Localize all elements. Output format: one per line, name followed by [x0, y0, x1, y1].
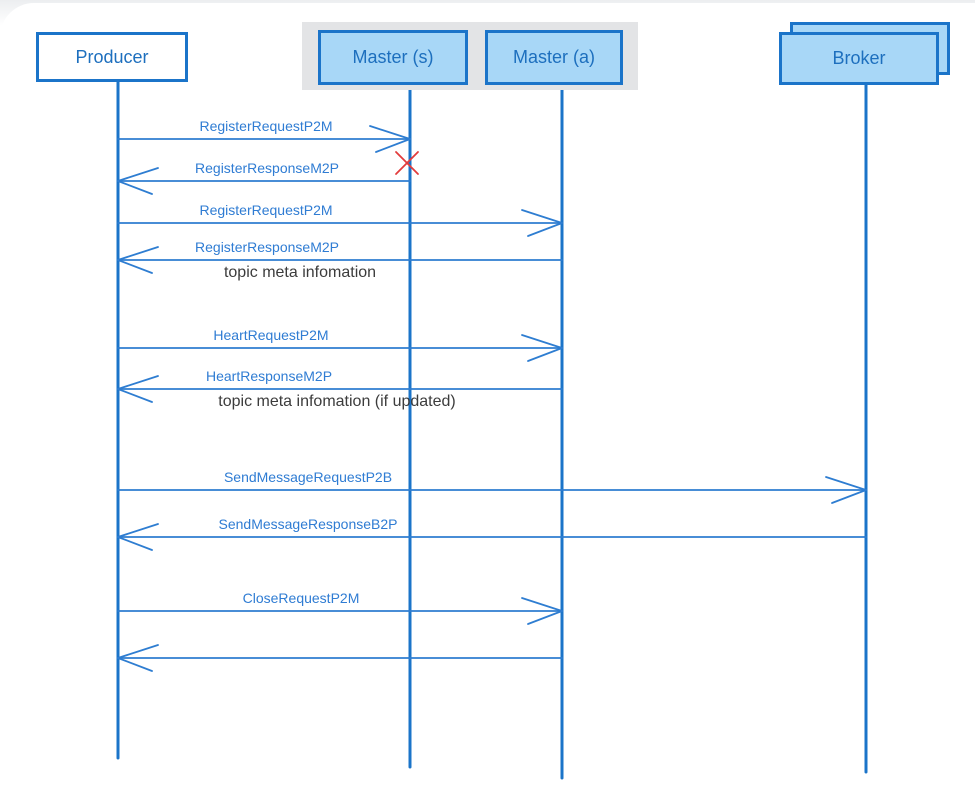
arrowhead-icon: [527, 347, 563, 362]
arrowhead-icon: [527, 222, 563, 237]
message-label-1: RegisterResponseM2P: [195, 160, 339, 176]
participant-box-master-s: Master (s): [318, 30, 468, 85]
message-label-7: SendMessageResponseB2P: [218, 516, 398, 532]
content-card: [0, 3, 975, 792]
arrowhead-icon: [521, 334, 563, 349]
participant-box-producer: Producer: [36, 32, 188, 82]
arrowhead-icon: [117, 259, 153, 274]
arrowhead-icon: [521, 597, 563, 612]
arrowhead-icon: [117, 246, 159, 261]
arrowhead-icon: [117, 536, 153, 551]
message-note-5: topic meta infomation (if updated): [218, 393, 456, 410]
message-label-2: RegisterRequestP2M: [199, 202, 333, 218]
failure-x-icon: [395, 151, 419, 175]
participant-label-broker: Broker: [832, 48, 886, 68]
arrowhead-icon: [117, 180, 153, 195]
participant-label-master-s: Master (s): [352, 47, 434, 67]
arrowhead-icon: [117, 523, 159, 538]
arrowhead-icon: [369, 125, 411, 140]
arrowhead-icon: [117, 644, 159, 659]
arrowhead-icon: [825, 476, 867, 491]
message-label-4: HeartRequestP2M: [213, 327, 329, 343]
participant-label-master-a: Master (a): [512, 47, 595, 67]
arrowhead-icon: [375, 138, 411, 153]
message-note-3: topic meta infomation: [223, 264, 377, 281]
participant-label-producer: Producer: [75, 46, 149, 67]
participant-box-broker: Broker: [779, 32, 939, 85]
arrowhead-icon: [117, 657, 153, 672]
message-label-3: RegisterResponseM2P: [195, 239, 339, 255]
message-label-0: RegisterRequestP2M: [199, 118, 333, 134]
arrowhead-icon: [521, 209, 563, 224]
arrowhead-icon: [117, 375, 159, 390]
participant-box-master-a: Master (a): [485, 30, 623, 85]
arrowhead-icon: [527, 610, 563, 625]
arrowhead-icon: [117, 388, 153, 403]
arrowhead-icon: [117, 167, 159, 182]
message-label-5: HeartResponseM2P: [205, 368, 333, 384]
message-label-6: SendMessageRequestP2B: [223, 469, 393, 485]
arrowhead-icon: [831, 489, 867, 504]
message-label-8: CloseRequestP2M: [242, 590, 360, 606]
